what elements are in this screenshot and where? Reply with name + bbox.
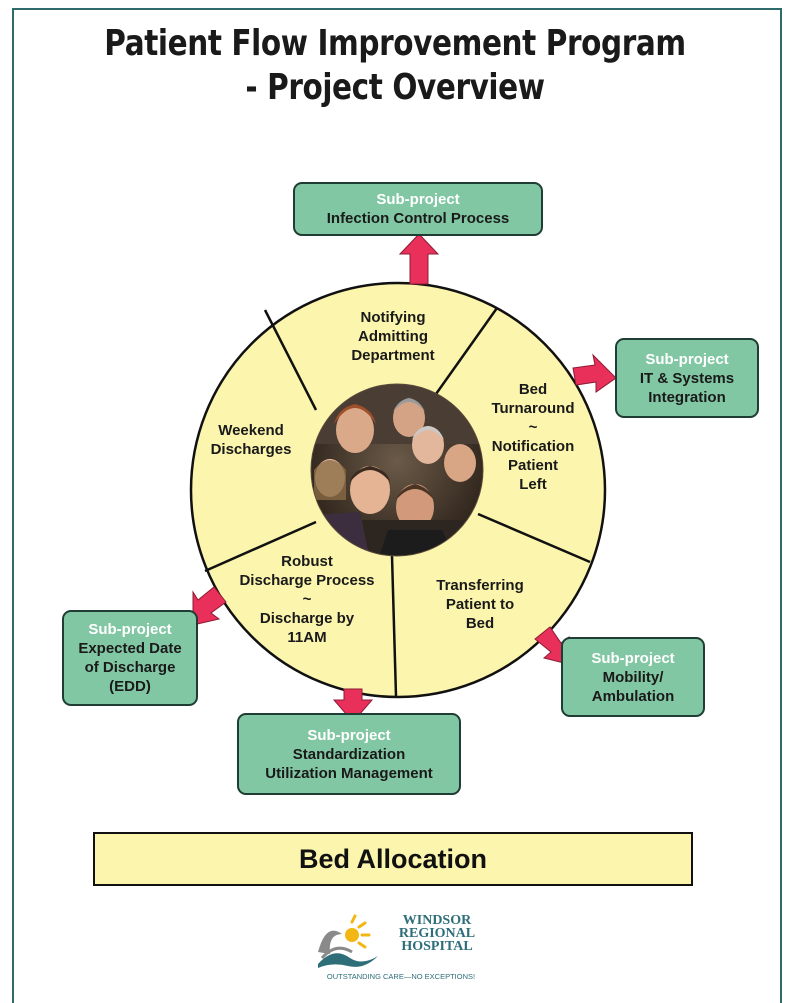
segment-text: Department [351,347,435,364]
wheel-divider [204,520,317,573]
arrow-up-infection [398,233,440,285]
logo-text-line: HOSPITAL [401,939,473,954]
segment-weekend-discharges: Weekend Discharges [196,421,306,459]
segment-text: Admitting [358,328,428,345]
segment-text: Discharge Process [239,572,375,589]
segment-text: Discharges [210,441,292,458]
subproject-header: Sub-project [88,621,172,638]
title-line-1: Patient Flow Improvement Program [104,23,686,64]
subproject-text: Mobility/ [602,668,664,686]
segment-text: Discharge by [259,610,355,627]
segment-text: 11AM [287,629,327,646]
page-frame [12,8,782,1003]
hospital-logo: WINDSOR REGIONAL HOSPITAL OUTSTANDING CA… [312,912,490,984]
subproject-mobility: Sub-project Mobility/ Ambulation [561,637,705,717]
segment-robust-discharge: Robust Discharge Process ~ Discharge by … [222,552,392,647]
subproject-text: (EDD) [109,678,151,695]
segment-bed-turnaround: Bed Turnaround ~ Notification Patient Le… [472,380,594,494]
photo-ring [310,383,484,557]
segment-text: Notifying [360,309,426,326]
wheel-divider [434,307,499,395]
subproject-text: Ambulation [591,687,675,705]
hospital-name: WINDSOR REGIONAL HOSPITAL [384,913,490,954]
logo-text-line: REGIONAL [398,926,476,941]
subproject-edd: Sub-project Expected Date of Discharge (… [62,610,198,706]
subproject-text: Expected Date [78,640,182,657]
segment-text: Turnaround [491,400,575,417]
arrow-right-it [572,353,617,393]
wheel-divider [263,309,318,411]
subproject-text: of Discharge [84,659,176,676]
segment-text: Bed [518,381,548,398]
segment-text: Patient [507,457,558,474]
segment-text: Robust [281,553,333,570]
title-line-2: - Project Overview [245,67,545,108]
bed-allocation-banner: Bed Allocation [93,832,693,886]
subproject-text: Infection Control Process [326,210,510,227]
wheel-divider [477,512,591,564]
segment-text: Notification [491,438,575,455]
subproject-header: Sub-project [645,350,729,368]
segment-text: Weekend [218,422,284,439]
segment-text: ~ [302,591,312,608]
subproject-text: Utilization Management [265,764,433,782]
subproject-text: Standardization [292,745,406,763]
arrow-down-standardization [332,688,374,723]
segment-text: Left [519,476,547,493]
segment-transferring-patient: Transferring Patient to Bed [410,576,550,633]
subproject-it-systems: Sub-project IT & Systems Integration [615,338,759,418]
segment-text: ~ [528,419,538,436]
page-title: Patient Flow Improvement Program - Proje… [71,22,719,110]
subproject-text: Integration [648,388,726,406]
segment-notifying-admitting: Notifying Admitting Department [318,308,468,365]
logo-text-line: WINDSOR [402,913,472,928]
segment-text: Transferring [436,577,524,594]
hospital-tagline: OUTSTANDING CARE—NO EXCEPTIONS! [326,972,476,981]
subproject-text: IT & Systems [639,369,735,387]
arrows [192,233,617,723]
wheel-divider [390,555,398,697]
subproject-header: Sub-project [376,191,460,208]
subproject-header: Sub-project [307,726,391,744]
segment-text: Patient to [445,596,515,613]
subproject-standardization: Sub-project Standardization Utilization … [237,713,461,795]
sun-wave-icon [318,914,378,968]
subproject-infection-control: Sub-project Infection Control Process [293,182,543,236]
arrow-left-edd [192,586,227,626]
subproject-header: Sub-project [591,649,675,667]
segment-text: Bed [465,615,495,632]
